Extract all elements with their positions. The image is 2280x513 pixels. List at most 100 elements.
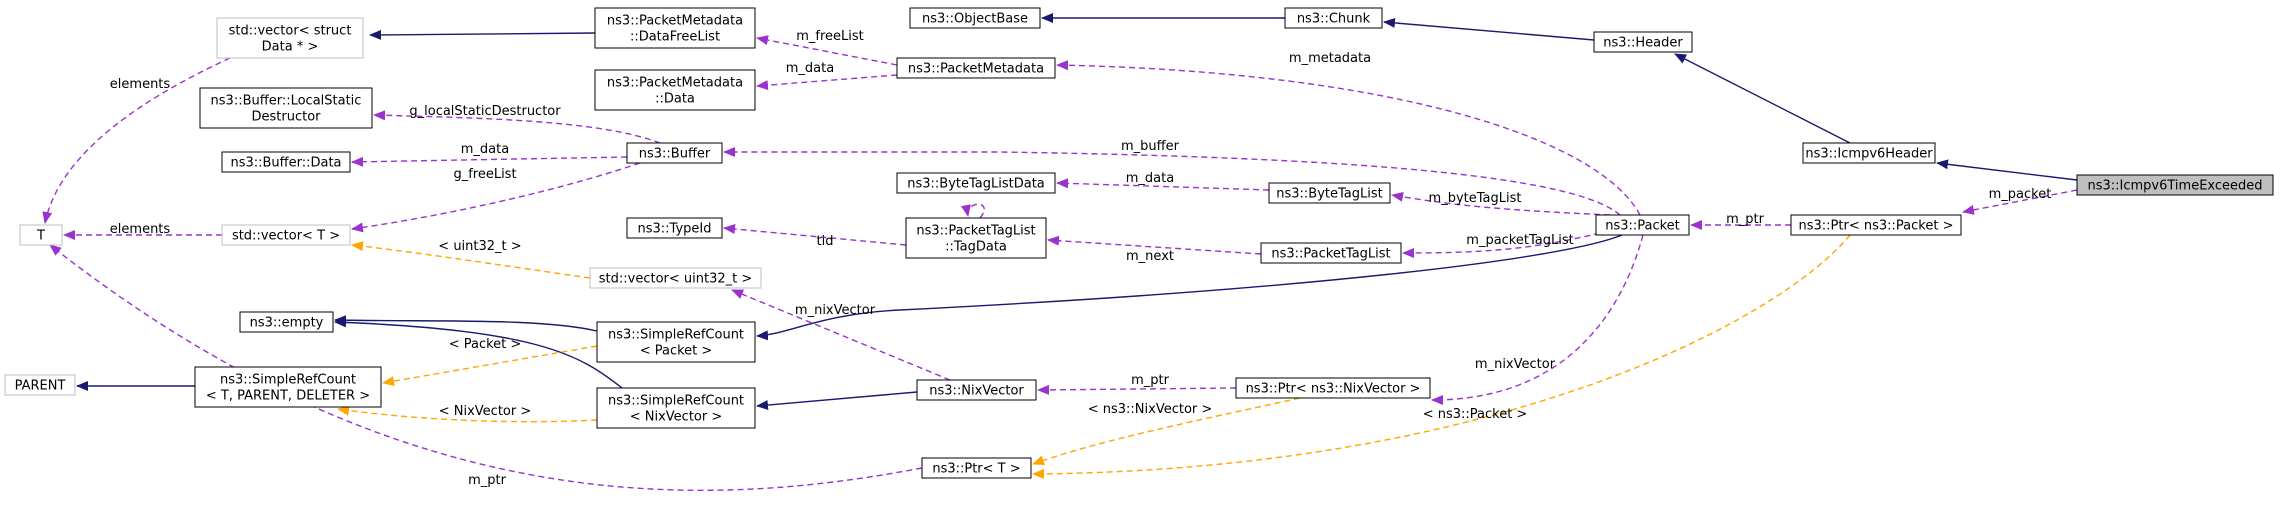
class-node-bytetaglist[interactable]: ns3::ByteTagList xyxy=(1268,182,1391,204)
edge-label: m_metadata xyxy=(1289,51,1371,66)
node-box xyxy=(2076,174,2274,196)
edge-empty-srcnix xyxy=(334,317,623,389)
node-label: ns3::Ptr< T > xyxy=(932,462,1020,477)
class-node-buffer-data[interactable]: ns3::Buffer::Data xyxy=(221,151,351,173)
class-node-metadata-freelist[interactable]: ns3::PacketMetadata::DataFreeList xyxy=(594,7,756,49)
class-node-nixvector[interactable]: ns3::NixVector xyxy=(916,379,1037,401)
node-label: ::TagData xyxy=(945,240,1007,255)
node-box xyxy=(216,17,364,59)
edge-label: < ns3::NixVector > xyxy=(1088,402,1213,417)
node-box xyxy=(199,87,373,129)
edge-line xyxy=(723,147,1621,216)
edge-line xyxy=(1047,235,1262,255)
node-label: ns3::Buffer xyxy=(639,147,711,162)
class-node-buffer[interactable]: ns3::Buffer xyxy=(626,142,723,164)
edge-label: g_localStaticDestructor xyxy=(409,104,561,119)
edge-line xyxy=(756,391,918,411)
node-label: < Packet > xyxy=(640,344,713,359)
class-node-src-nix[interactable]: ns3::SimpleRefCount< NixVector > xyxy=(596,387,756,429)
edge-line xyxy=(351,162,641,233)
edge-nixvector-stdvecuint: m_nixVector xyxy=(731,289,951,381)
edge-bytetaglist-data: m_data xyxy=(1056,171,1270,191)
edge-packet-metadata: m_metadata xyxy=(1056,51,1641,216)
class-node-chunk[interactable]: ns3::Chunk xyxy=(1284,7,1383,29)
edge-label: m_buffer xyxy=(1121,139,1180,154)
node-label: ns3::Buffer::LocalStatic xyxy=(211,94,362,109)
node-box xyxy=(221,224,351,246)
node-label: ns3::SimpleRefCount xyxy=(608,394,744,409)
edge-packettaglist-tagdata: m_next xyxy=(1047,235,1262,264)
edge-line xyxy=(1056,178,1270,191)
node-label: ns3::NixVector xyxy=(929,384,1024,399)
node-box xyxy=(4,374,76,396)
edge-srcpacket-srcgeneric: < Packet > xyxy=(382,337,598,387)
class-node-stdvec-uint: std::vector< uint32_t > xyxy=(589,267,762,289)
edge-ptrnix-ptrT: < ns3::NixVector > xyxy=(1032,397,1301,466)
node-label: ns3::Chunk xyxy=(1297,12,1371,27)
node-box xyxy=(194,366,382,408)
edge-label: elements xyxy=(110,222,171,237)
class-node-typeid[interactable]: ns3::TypeId xyxy=(626,217,723,239)
node-box xyxy=(1802,142,1936,164)
node-box xyxy=(19,224,63,246)
edge-label: elements xyxy=(110,77,171,92)
class-node-icmpv6header[interactable]: ns3::Icmpv6Header xyxy=(1802,142,1936,164)
class-node-empty[interactable]: ns3::empty xyxy=(239,311,334,333)
edge-label: tid xyxy=(817,234,834,249)
edge-label: < NixVector > xyxy=(439,404,532,419)
edge-line xyxy=(337,405,598,423)
edge-packet-bytetaglist: m_byteTagList xyxy=(1391,191,1611,216)
edge-line xyxy=(1383,17,1595,41)
node-label: ns3::Icmpv6Header xyxy=(1805,147,1933,162)
class-node-ptr-packet[interactable]: ns3::Ptr< ns3::Packet > xyxy=(1790,214,1962,236)
node-box xyxy=(1235,377,1431,399)
node-label: ns3::PacketTagList xyxy=(1271,247,1390,262)
edge-label: < Packet > xyxy=(449,337,522,352)
node-box xyxy=(1593,31,1693,53)
node-label: std::vector< struct xyxy=(229,24,352,39)
class-node-icmpv6te[interactable]: ns3::Icmpv6TimeExceeded xyxy=(2076,174,2274,196)
class-node-ptr-nix[interactable]: ns3::Ptr< ns3::NixVector > xyxy=(1235,377,1431,399)
class-node-tagdata[interactable]: ns3::PacketTagList::TagData xyxy=(905,217,1047,259)
edge-line xyxy=(334,317,623,389)
class-node-packettaglist[interactable]: ns3::PacketTagList xyxy=(1260,242,1402,264)
class-node-header[interactable]: ns3::Header xyxy=(1593,31,1693,53)
edge-freelist-stdvec xyxy=(369,29,596,40)
node-label: ns3::SimpleRefCount xyxy=(608,328,744,343)
edge-line xyxy=(961,203,985,219)
node-box xyxy=(896,172,1056,194)
node-label: ns3::PacketTagList xyxy=(916,224,1035,239)
class-node-bytetaglistdata[interactable]: ns3::ByteTagListData xyxy=(896,172,1056,194)
node-box xyxy=(1595,214,1690,236)
edge-line xyxy=(334,315,598,332)
node-label: PARENT xyxy=(15,379,66,394)
class-node-stdvec-T: std::vector< T > xyxy=(221,224,351,246)
edge-chunk-header xyxy=(1383,17,1595,41)
node-label: < NixVector > xyxy=(630,410,723,425)
edge-line xyxy=(1674,53,1851,144)
node-box xyxy=(626,217,723,239)
class-node-packetmetadata[interactable]: ns3::PacketMetadata xyxy=(896,57,1056,79)
edge-line xyxy=(351,241,591,279)
class-node-ptr-T[interactable]: ns3::Ptr< T > xyxy=(921,457,1032,479)
class-node-metadata-data[interactable]: ns3::PacketMetadata::Data xyxy=(594,69,756,111)
node-label: ns3::PacketMetadata xyxy=(607,76,743,91)
node-box xyxy=(596,387,756,429)
edge-srcnix-nixvector xyxy=(756,391,918,411)
edge-nixvector-ptrnix: m_ptr xyxy=(1037,373,1237,395)
class-node-src-generic[interactable]: ns3::SimpleRefCount< T, PARENT, DELETER … xyxy=(194,366,382,408)
edge-label: m_packet xyxy=(1989,187,2052,202)
edge-line xyxy=(1402,232,1601,258)
node-label: ::Data xyxy=(655,92,695,107)
edge-line xyxy=(1037,384,1237,395)
node-label: ns3::ByteTagListData xyxy=(907,177,1045,192)
edge-stdvecuint-stdvecT: < uint32_t > xyxy=(351,239,591,279)
node-label: std::vector< uint32_t > xyxy=(599,272,753,287)
edge-metadata-data: m_data xyxy=(756,61,898,91)
class-node-src-packet[interactable]: ns3::SimpleRefCount< Packet > xyxy=(596,321,756,363)
class-node-objectbase[interactable]: ns3::ObjectBase xyxy=(909,7,1041,29)
edge-line xyxy=(382,345,598,387)
class-node-packet[interactable]: ns3::Packet xyxy=(1595,214,1690,236)
